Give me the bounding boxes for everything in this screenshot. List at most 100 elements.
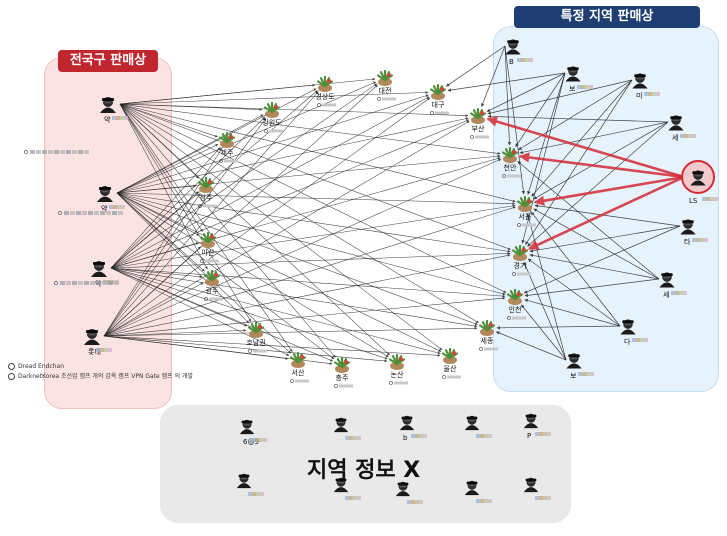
edge: [110, 267, 334, 362]
regional-seller-node: 보: [566, 353, 594, 380]
edge: [103, 326, 478, 337]
region-label: 부산: [472, 124, 485, 133]
region-label: 강원도: [262, 118, 282, 127]
edge: [119, 103, 208, 270]
region-node: 인천: [506, 288, 526, 320]
seller-label: 세: [663, 290, 669, 299]
edge: [110, 267, 441, 355]
region-node: 청주: [197, 176, 217, 208]
drug-plant-icon: [508, 297, 522, 305]
edge: [116, 192, 389, 358]
flower-mark: [344, 360, 348, 364]
edge: [110, 157, 501, 269]
glasses-mark: [88, 333, 96, 336]
redacted-block: [82, 211, 87, 215]
drug-plant-icon: [201, 240, 215, 248]
seller-label: 약: [101, 204, 108, 213]
leaf-mark: [513, 293, 524, 301]
circle-icon: [377, 97, 381, 101]
redacted-block: [680, 134, 684, 138]
hat-mark: [622, 320, 634, 324]
edge: [103, 254, 511, 337]
circle-icon: [24, 150, 28, 154]
drug-plant-icon: [431, 92, 445, 100]
flower-mark: [399, 357, 403, 361]
redacted-block: [357, 436, 361, 440]
edge: [527, 121, 669, 247]
glasses-mark: [672, 119, 680, 122]
region-label: 대구: [432, 101, 445, 109]
regional-seller-node: 미: [632, 73, 660, 100]
redacted-block: [90, 281, 95, 285]
edge: [530, 211, 621, 327]
hat-mark: [525, 478, 537, 482]
redacted-block: [644, 338, 648, 342]
regional-panel-title: 특정 지역 판매상: [514, 6, 700, 28]
edge: [445, 45, 506, 87]
redacted-block: [96, 348, 100, 352]
redacted-block: [94, 211, 99, 215]
circle-icon: [8, 373, 15, 380]
drug-plant-icon: [390, 362, 404, 370]
region-label: 논산: [391, 370, 404, 379]
redacted-block: [476, 434, 480, 438]
region-label: 아산: [202, 248, 215, 257]
circle-icon: [517, 223, 521, 227]
redacted-block: [116, 116, 120, 120]
edge: [523, 261, 567, 361]
redacted-block: [259, 438, 263, 442]
redacted-block: [407, 500, 411, 504]
redacted-block: [652, 92, 656, 96]
leaf-mark: [485, 324, 496, 332]
redacted-block: [117, 205, 121, 209]
unknown-region-seller-node: P: [523, 413, 551, 440]
hat-mark: [661, 273, 673, 277]
region-node: 천안: [501, 146, 521, 178]
redacted-block: [529, 58, 533, 62]
hat-mark: [238, 474, 250, 478]
edge: [110, 116, 266, 269]
hooded-figure-icon: [97, 196, 113, 202]
redacted-text: [224, 159, 238, 163]
redacted-block: [108, 281, 113, 285]
edge: [116, 144, 219, 194]
unknown-region-seller-node: 6@9: [239, 419, 267, 446]
redacted-block: [706, 197, 710, 201]
redacted-block: [484, 434, 488, 438]
edge: [119, 103, 469, 117]
leaf-mark: [254, 326, 265, 334]
edge: [116, 192, 442, 352]
seller-label: 6@9: [243, 438, 259, 446]
redacted-block: [100, 348, 104, 352]
highlight-edge: [528, 175, 685, 250]
edge: [110, 147, 221, 269]
leaf-mark: [383, 74, 394, 82]
no-region-info-panel: [160, 405, 571, 523]
edge: [116, 117, 469, 194]
hat-mark: [99, 187, 111, 190]
glasses-mark: [243, 423, 251, 426]
flower-mark: [452, 351, 456, 355]
edge: [525, 79, 633, 245]
redacted-block: [688, 134, 692, 138]
unknown-region-seller-node: [333, 477, 361, 500]
circle-icon: [264, 129, 268, 133]
edge: [110, 267, 506, 298]
leaf-mark: [225, 136, 236, 144]
edge: [526, 213, 567, 361]
redacted-block: [702, 197, 706, 201]
redacted-block: [543, 432, 547, 436]
circle-icon: [200, 259, 204, 263]
region-node: 아산: [199, 231, 219, 263]
drug-plant-icon: [471, 116, 485, 124]
edge: [103, 335, 441, 357]
redacted-block: [72, 281, 77, 285]
hat-mark: [86, 330, 98, 333]
redacted-block: [30, 150, 35, 154]
region-label: 제주: [221, 149, 234, 157]
hat-mark: [670, 116, 682, 120]
redacted-block: [349, 496, 353, 500]
region-label: 충주: [336, 373, 349, 382]
drug-plant-icon: [220, 140, 234, 148]
